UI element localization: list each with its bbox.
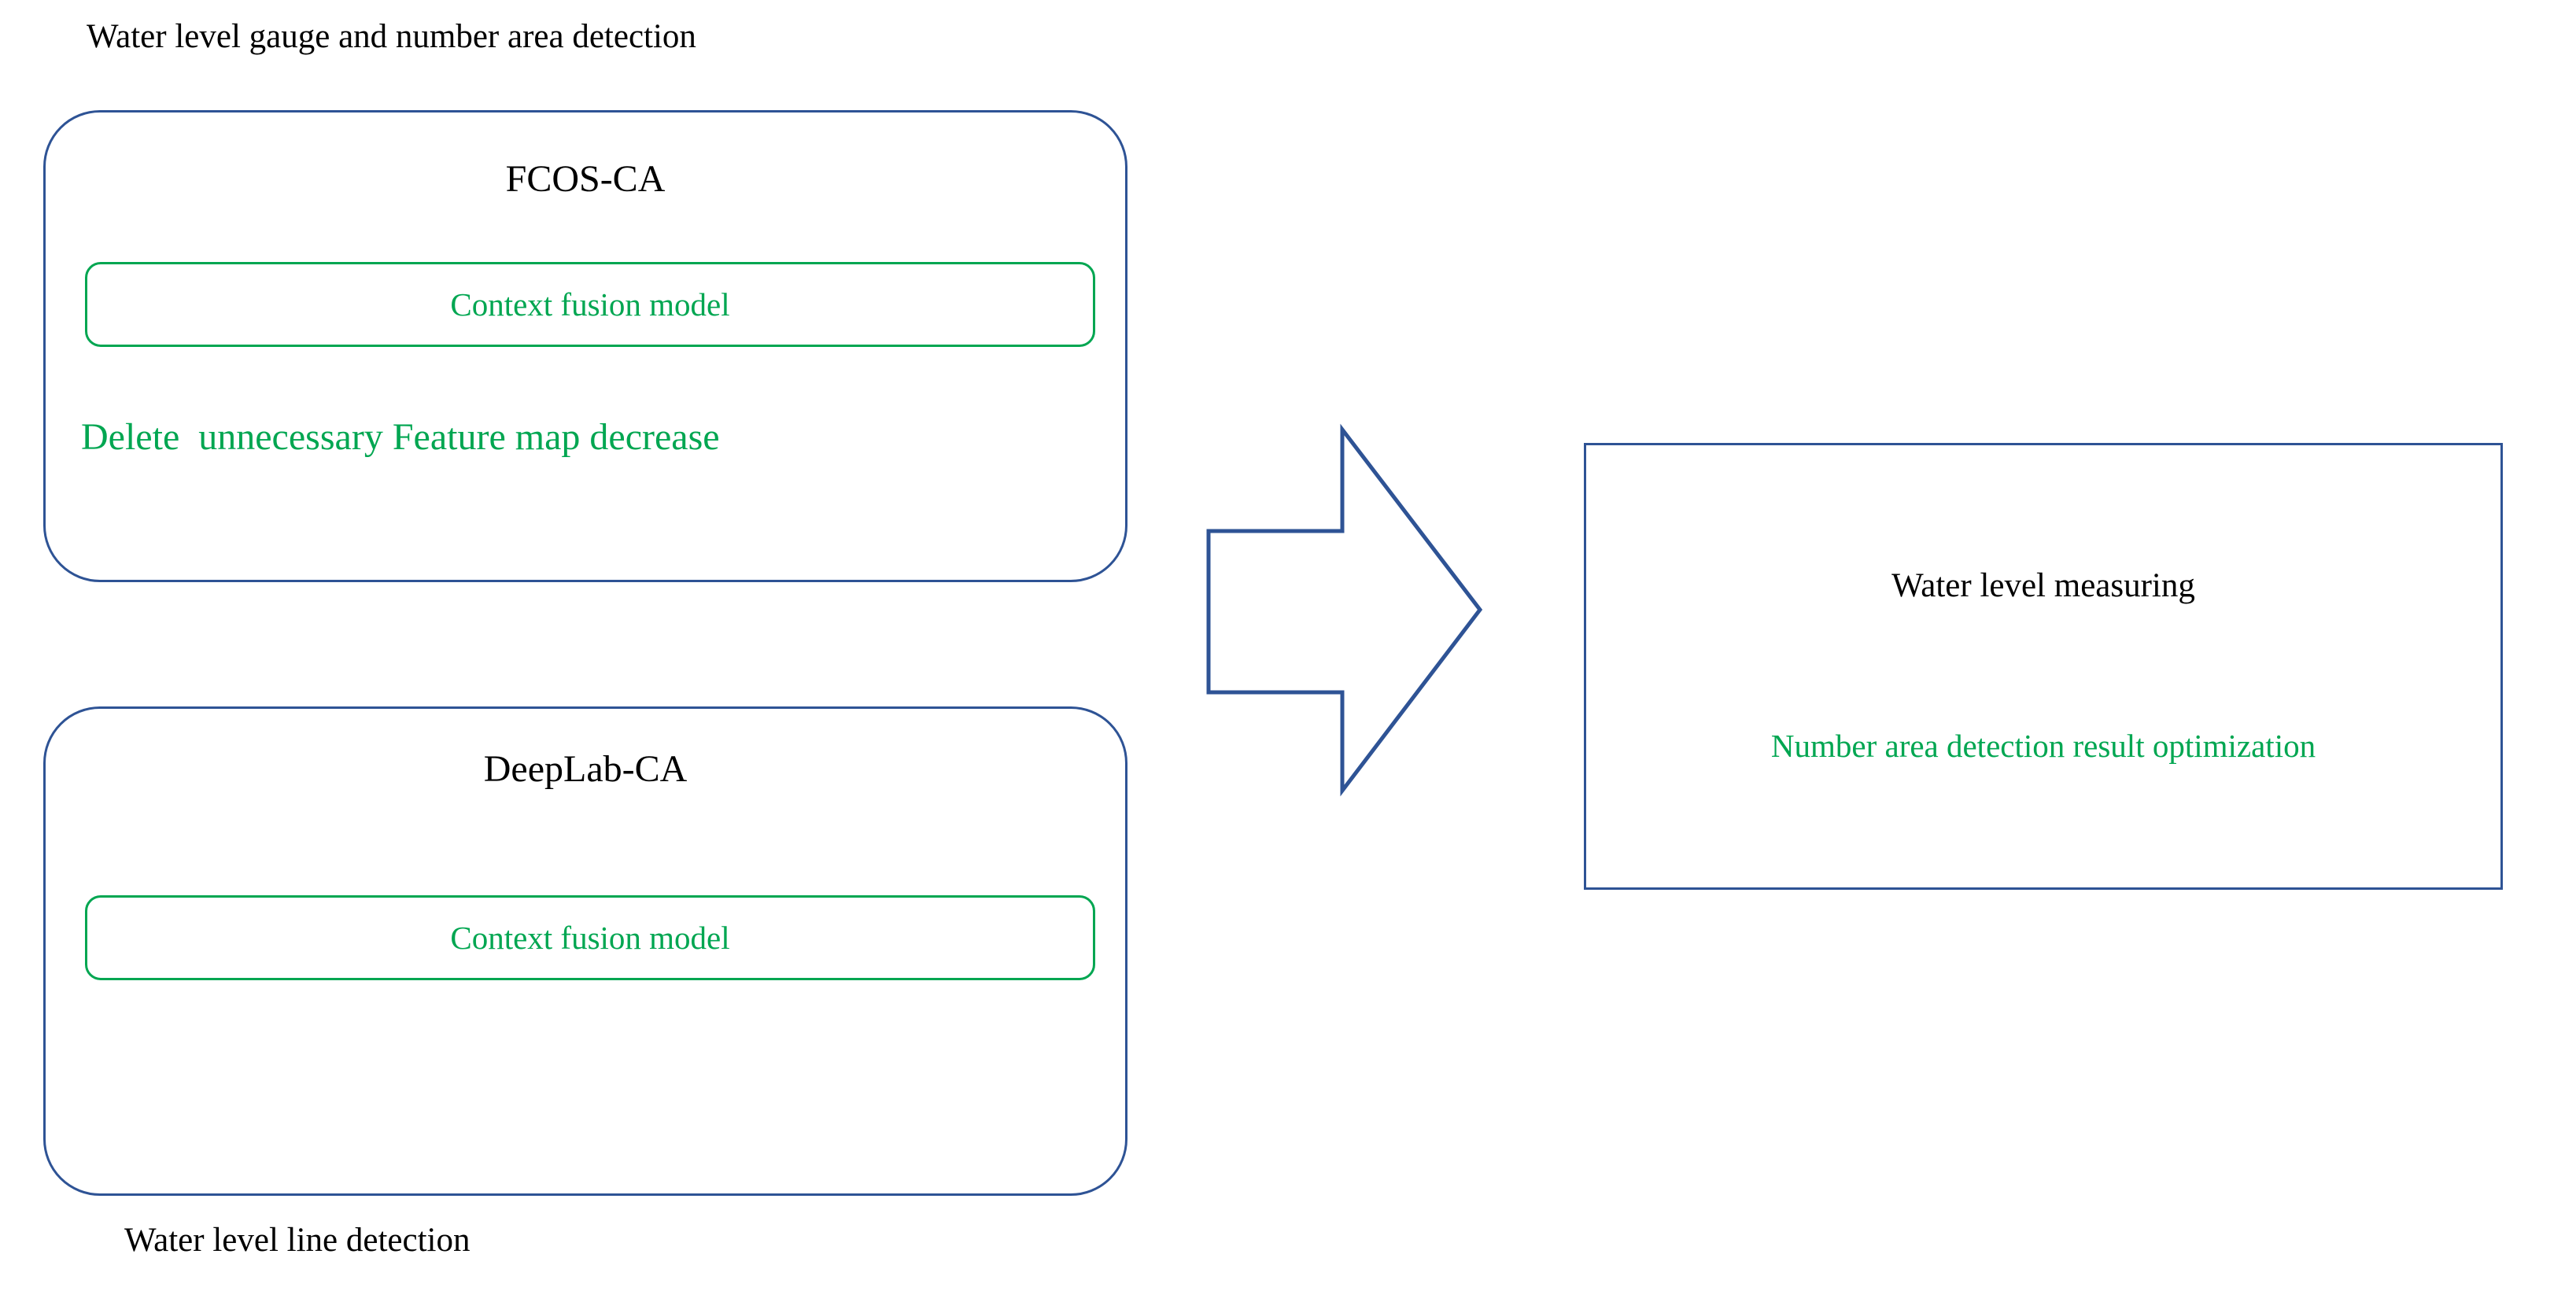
block-fcos-ca-inner-label: Context fusion model bbox=[450, 286, 730, 323]
block-fcos-ca[interactable] bbox=[43, 110, 1127, 582]
flow-arrow-shape bbox=[1206, 423, 1483, 797]
diagram-bottom-caption: Water level line detection bbox=[124, 1222, 471, 1259]
result-box-line-1: Water level measuring bbox=[1891, 567, 2195, 604]
block-deeplab-ca[interactable] bbox=[43, 706, 1127, 1196]
block-deeplab-ca-inner-box[interactable]: Context fusion model bbox=[85, 895, 1095, 980]
result-box-line-2: Number area detection result optimizatio… bbox=[1770, 728, 2316, 764]
block-fcos-ca-inner-box[interactable]: Context fusion model bbox=[85, 262, 1095, 347]
flow-arrow-svg bbox=[1206, 423, 1483, 797]
block-deeplab-ca-heading: DeepLab-CA bbox=[483, 748, 688, 790]
block-fcos-ca-heading: FCOS-CA bbox=[505, 158, 666, 200]
flow-arrow-icon bbox=[1205, 423, 1483, 797]
block-fcos-ca-note: Delete unnecessary Feature map decrease bbox=[81, 416, 720, 458]
block-deeplab-ca-inner-label: Context fusion model bbox=[450, 920, 730, 956]
result-box[interactable] bbox=[1584, 443, 2503, 890]
diagram-top-title: Water level gauge and number area detect… bbox=[87, 18, 696, 55]
